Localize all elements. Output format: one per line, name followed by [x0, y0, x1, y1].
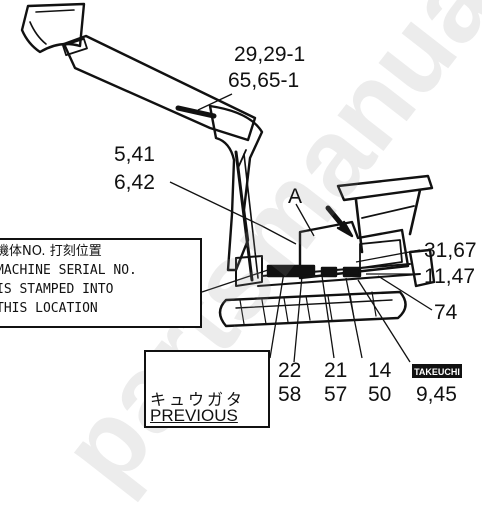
- takeuchi-badge: [412, 364, 462, 378]
- callout-A: A: [288, 185, 303, 208]
- leader-A: [295, 203, 315, 237]
- arm: [62, 34, 257, 142]
- leader-badge: [357, 279, 411, 363]
- serial-box-line2: MACHINE SERIAL NO.: [0, 263, 137, 278]
- previous-en: PREVIOUS: [150, 406, 238, 425]
- previous-jp: キュウガタ: [150, 390, 246, 409]
- callout-58: 58: [278, 383, 302, 406]
- callout-14: 14: [368, 359, 392, 382]
- leader-21: [321, 275, 335, 359]
- serial-box-line3: IS STAMPED INTO: [0, 282, 114, 297]
- bucket: [20, 2, 86, 54]
- callout-11: 11,47: [424, 265, 475, 288]
- arm-decal: [175, 105, 217, 119]
- excavator-drawing: TAKEUCHI: [20, 2, 462, 378]
- callout-945: 9,45: [416, 383, 457, 406]
- leader-22: [293, 275, 303, 363]
- track: [218, 290, 407, 328]
- canopy: [336, 174, 434, 202]
- callout-31: 31,67: [424, 239, 477, 262]
- callout-50: 50: [368, 383, 392, 406]
- callout-21: 21: [324, 359, 348, 382]
- boom-cylinder: [234, 150, 254, 282]
- callout-22: 22: [278, 359, 302, 382]
- leader-31: [355, 249, 421, 263]
- leader-serial: [201, 269, 269, 293]
- callout-6: 6,42: [114, 171, 155, 194]
- callout-29: 29,29-1: [234, 43, 306, 66]
- leader-74: [377, 275, 433, 311]
- takeuchi-badge-text: TAKEUCHI: [414, 367, 460, 377]
- leader-72: [269, 271, 285, 359]
- leader-29: [197, 93, 233, 111]
- serial-location-box: 機体NO. 打刻位置 MACHINE SERIAL NO. IS STAMPED…: [0, 238, 202, 328]
- callout-5: 5,41: [114, 143, 155, 166]
- previous-box: キュウガタ PREVIOUS: [144, 350, 270, 428]
- serial-box-line4: THIS LOCATION: [0, 301, 98, 316]
- upper-structure: [298, 220, 410, 280]
- blade: [408, 248, 436, 288]
- serial-box-line1: 機体NO. 打刻位置: [0, 244, 102, 259]
- callout-57: 57: [324, 383, 348, 406]
- leader-14: [345, 277, 363, 359]
- callout-74: 74: [434, 301, 458, 324]
- leader-5: [169, 181, 297, 245]
- callout-65: 65,65-1: [228, 69, 300, 92]
